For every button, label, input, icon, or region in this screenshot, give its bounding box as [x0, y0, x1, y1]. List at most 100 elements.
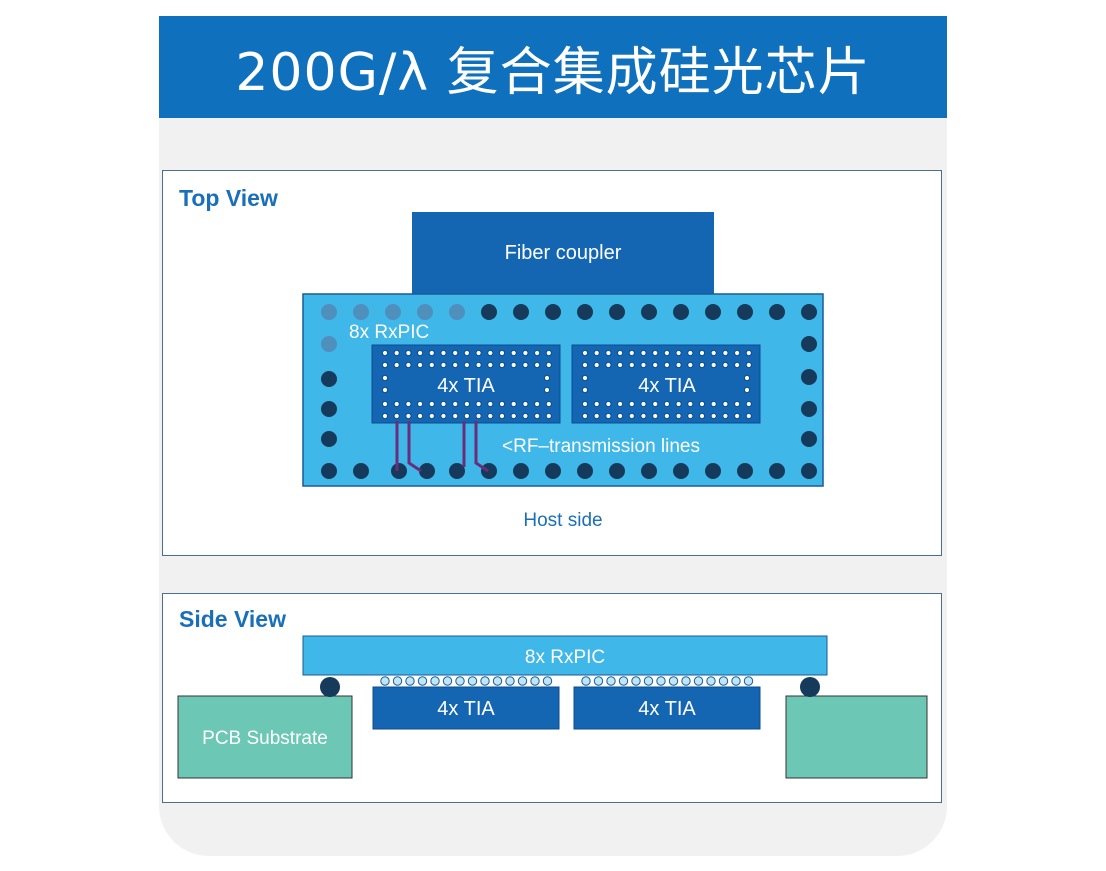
tia-bump: [605, 412, 612, 420]
fiber-coupler-block: [412, 212, 714, 296]
rxpic-bump: [769, 304, 785, 320]
top-view-title: Top View: [179, 185, 278, 211]
tia-bump: [534, 412, 541, 420]
rxpic-bump: [801, 431, 817, 447]
tia-bump: [543, 386, 551, 394]
tia-bump: [393, 400, 400, 408]
side-view-title: Side View: [179, 606, 286, 632]
tia-bump: [440, 400, 447, 408]
tia-bump: [510, 412, 517, 420]
tia-bump: [652, 400, 659, 408]
tia-bump: [405, 412, 412, 420]
fiber-coupler-label: Fiber coupler: [505, 242, 622, 264]
micro-bump-row: [380, 676, 754, 686]
rxpic-bump: [449, 463, 465, 479]
tia-bump: [581, 386, 589, 394]
tia-bump: [605, 361, 612, 369]
tia-bump: [593, 349, 600, 357]
tia-bump: [545, 412, 552, 420]
micro-bump: [631, 676, 641, 686]
tia-bump: [405, 400, 412, 408]
tia-bump: [640, 361, 647, 369]
rf-line: [407, 421, 422, 473]
tia-bump: [428, 361, 435, 369]
rxpic-bump: [321, 463, 337, 479]
rxpic-bump: [449, 304, 465, 320]
tia-bump: [581, 400, 589, 408]
rxpic-bump: [417, 304, 433, 320]
rxpic-bump: [481, 304, 497, 320]
side-tia-left: [372, 686, 560, 730]
tia-bump: [522, 361, 529, 369]
tia-bump: [722, 349, 729, 357]
tia-bump: [698, 361, 706, 369]
tia-bump: [534, 349, 541, 357]
rxpic-bump: [801, 463, 817, 479]
tia-bump: [510, 361, 517, 369]
tia-bump: [475, 349, 482, 357]
micro-bump: [380, 676, 390, 686]
tia-bump: [381, 400, 389, 408]
tia-bump: [522, 412, 529, 420]
rxpic-bump: [801, 369, 817, 385]
tia-bump: [745, 361, 752, 369]
tia-bump: [687, 400, 694, 408]
tia-bump: [487, 412, 494, 420]
host-side-label: Host side: [523, 510, 602, 531]
rxpic-bump: [801, 304, 817, 320]
tia-bump: [545, 361, 552, 369]
rxpic-bump: [641, 304, 657, 320]
tia-bump: [475, 361, 482, 369]
side-rxpic-label: 8x RxPIC: [525, 647, 605, 668]
tia-bump: [617, 361, 624, 369]
tia-bump: [734, 412, 741, 420]
tia-bump: [475, 412, 482, 420]
micro-bump: [743, 676, 754, 686]
rxpic-bump: [577, 304, 593, 320]
tia-bump: [417, 349, 424, 357]
rxpic-bump: [321, 401, 337, 417]
tia-bump: [545, 349, 552, 357]
tia-bump: [663, 349, 670, 357]
micro-bump: [492, 676, 503, 686]
tia-bump: [628, 412, 635, 420]
pcb-substrate-left: [177, 695, 353, 779]
rf-lines-label: <RF–transmission lines: [502, 436, 700, 457]
rxpic-bump: [391, 463, 407, 479]
tia-bump: [498, 349, 506, 357]
tia-bump: [393, 412, 400, 420]
micro-bump: [643, 676, 654, 686]
micro-bump: [606, 676, 616, 686]
tia-bump: [605, 349, 612, 357]
rxpic-bump: [705, 304, 721, 320]
tia-bump: [663, 412, 670, 420]
rxpic-bump: [481, 463, 497, 479]
tia-bump: [417, 400, 424, 408]
micro-bump: [480, 676, 490, 686]
tia-bump: [545, 400, 552, 408]
tia-bump: [381, 349, 389, 357]
side-rxpic-block: [302, 635, 828, 676]
micro-bump: [618, 676, 629, 686]
tia-bump: [510, 400, 517, 408]
tia-bump: [675, 412, 682, 420]
tia-bump: [710, 361, 717, 369]
tia-bump: [452, 412, 459, 420]
side-view-diagram: PCB Substrate 8x RxPIC 4x TIA 4x TIA: [177, 635, 928, 779]
tia-bump: [534, 361, 541, 369]
tia-bump: [510, 349, 517, 357]
tia-bump: [581, 412, 589, 420]
micro-bump: [542, 676, 553, 686]
diagram-card: 200G/λ 复合集成硅光芯片 Top View Fiber coupler 8…: [159, 16, 947, 856]
rxpic-bump: [769, 463, 785, 479]
tia-bump: [652, 361, 659, 369]
tia-bump: [710, 400, 717, 408]
tia-left-label: 4x TIA: [437, 375, 495, 397]
tia-bump: [628, 400, 635, 408]
tia-bump: [452, 361, 459, 369]
tia-bump: [463, 400, 470, 408]
rxpic-bump: [321, 304, 337, 320]
tia-bump: [593, 400, 600, 408]
side-tia-left-label: 4x TIA: [437, 698, 495, 720]
micro-bump: [392, 676, 403, 686]
